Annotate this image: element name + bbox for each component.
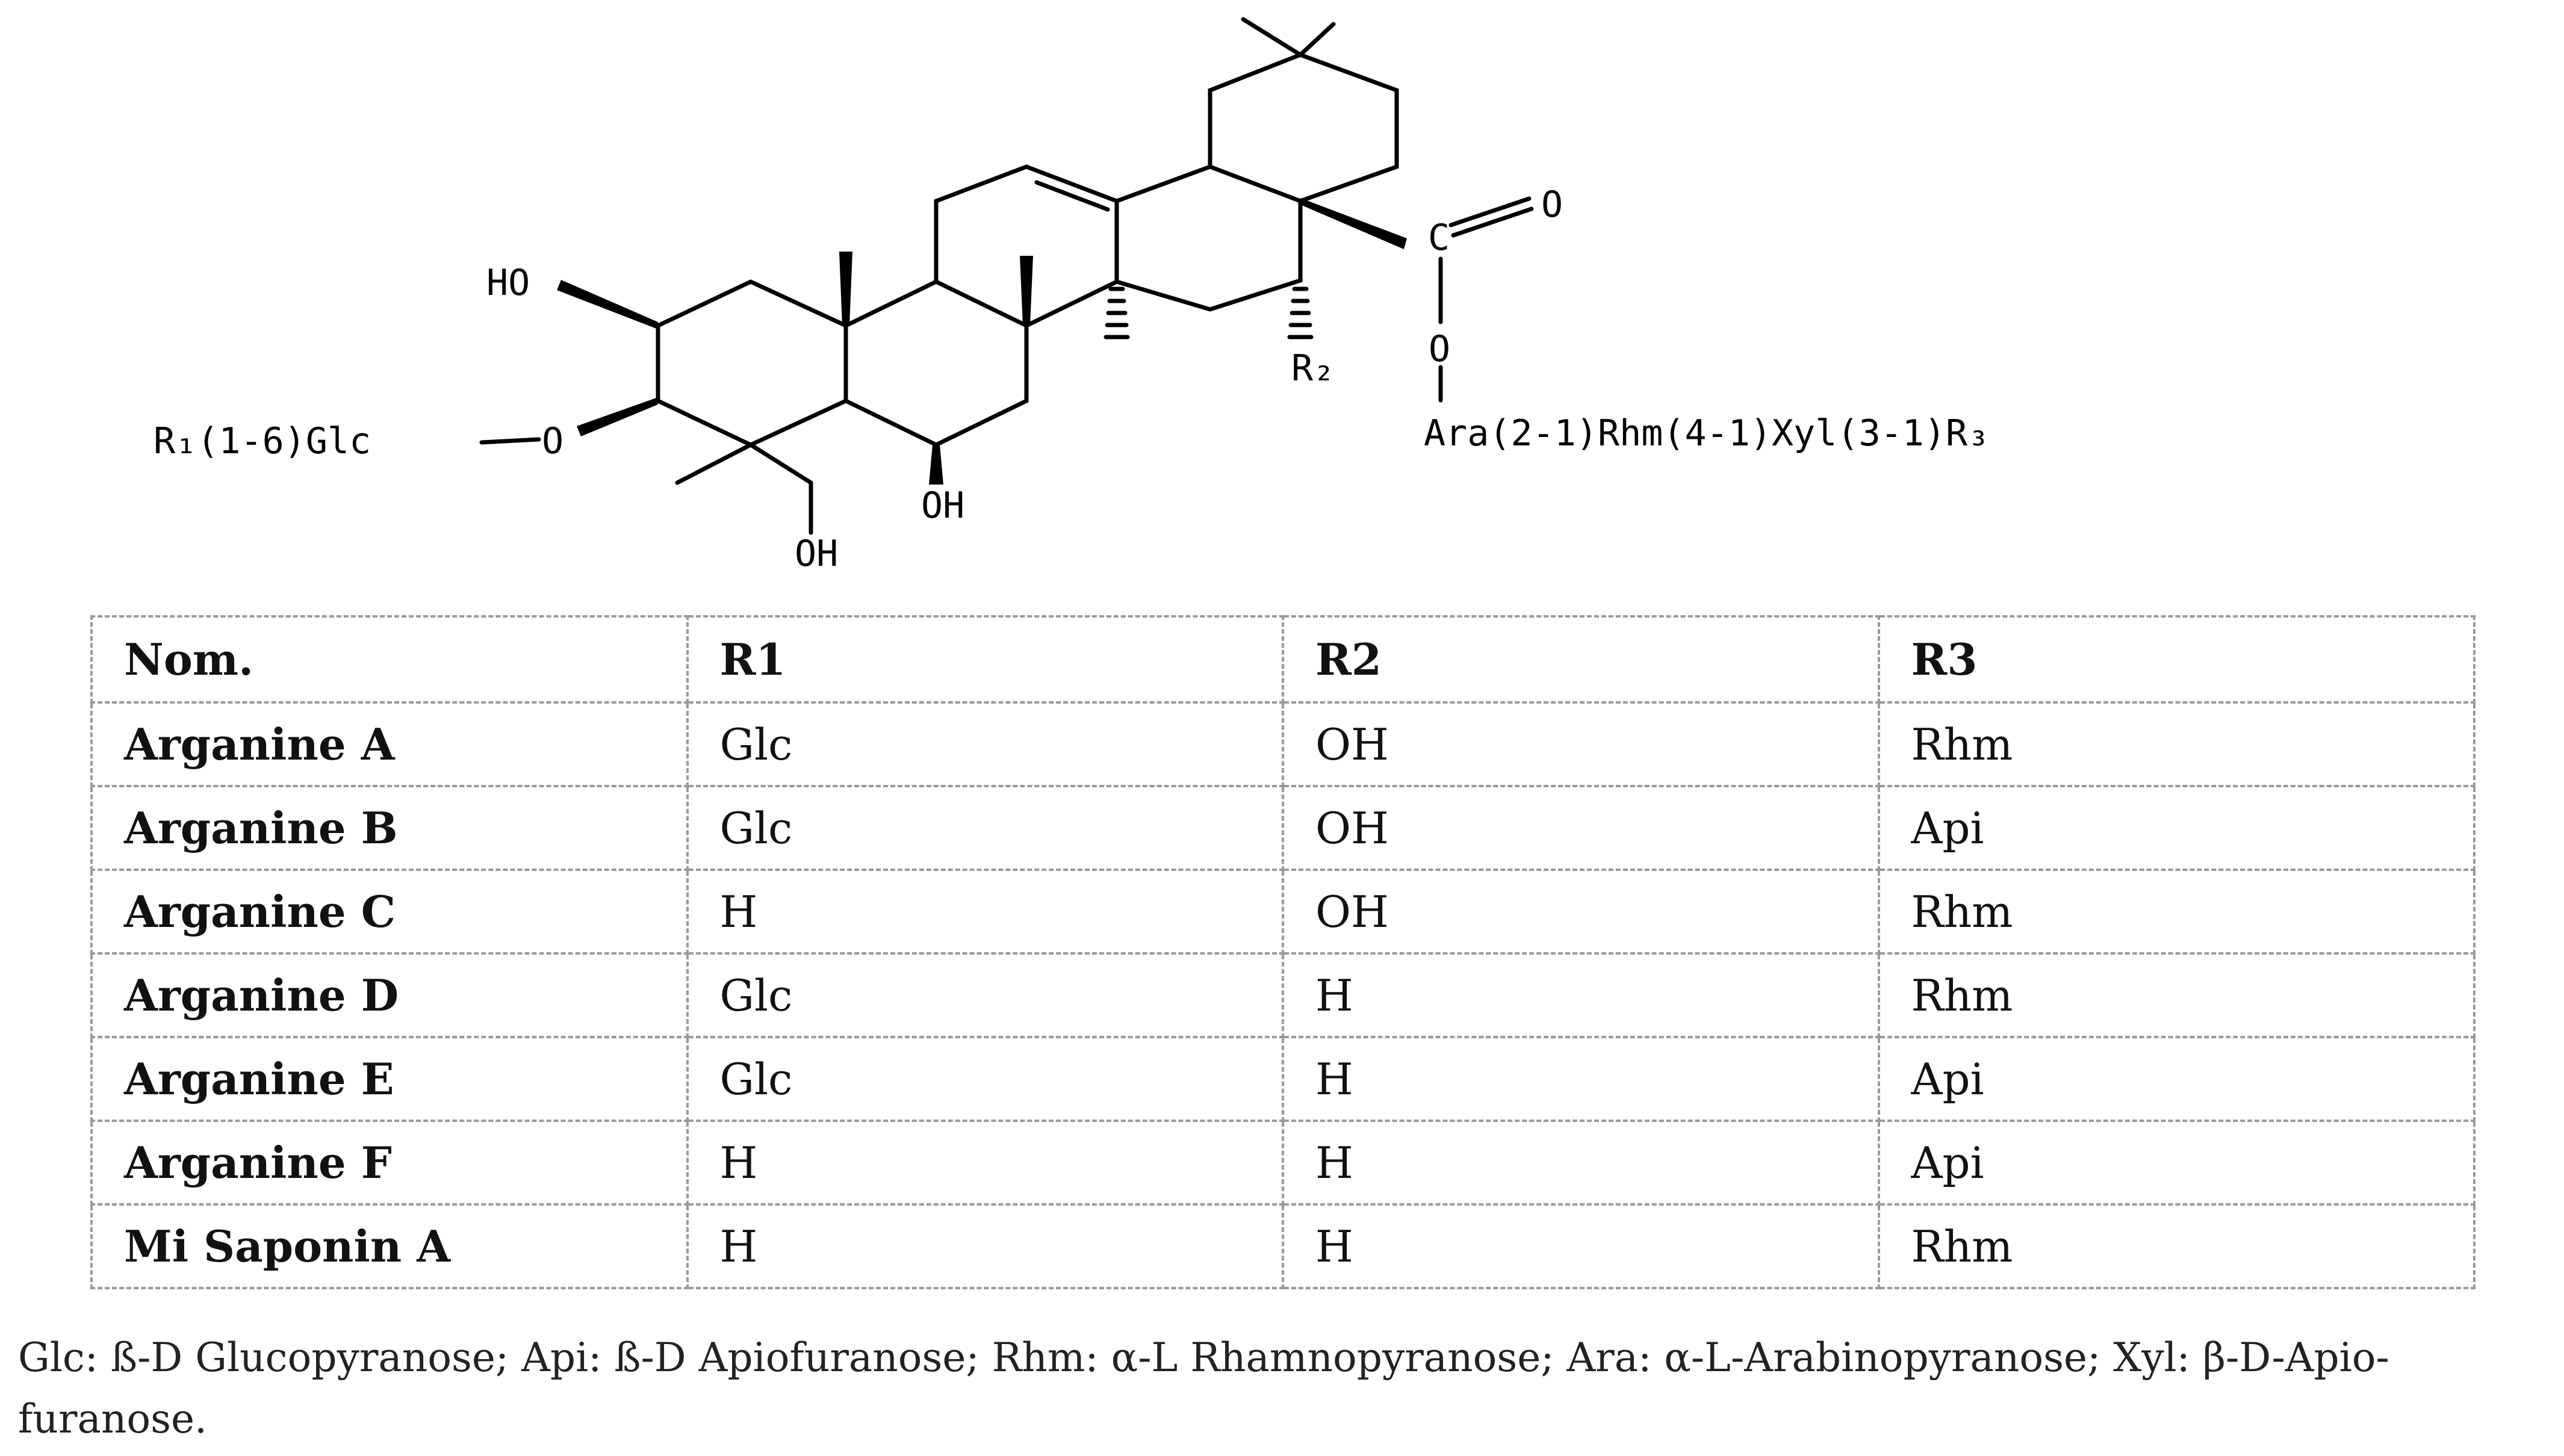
ring-bonds (656, 52, 1399, 447)
cell-r2: OH (1282, 701, 1880, 787)
carbonyl-bond-2 (1451, 206, 1534, 238)
header-r2: R2 (1282, 615, 1880, 704)
cell-name: Arganine C (90, 869, 689, 955)
label-r1-chain: R₁(1-6)Glc (154, 420, 371, 462)
label-ho: HO (486, 262, 530, 304)
cell-name: Mi Saponin A (90, 1203, 689, 1289)
label-oh-ring-b: OH (921, 485, 964, 527)
table-row: Mi Saponin A H H Rhm (90, 1203, 2476, 1289)
header-r1: R1 (686, 615, 1284, 704)
methyl-c4 (675, 442, 753, 485)
cell-r1: H (686, 1120, 1284, 1206)
ch2-c4 (748, 442, 813, 485)
ring-b (843, 279, 1029, 447)
label-o-glc: O (542, 420, 563, 462)
label-sugar-chain: Ara(2-1)Rhm(4-1)Xyl(3-1)R₃ (1424, 412, 1989, 454)
cell-r1: Glc (686, 952, 1284, 1038)
table-row: Arganine A Glc OH Rhm (90, 701, 2476, 787)
glc-o-bond (479, 437, 541, 445)
cell-r2: H (1282, 952, 1880, 1038)
label-o-ester: O (1429, 328, 1450, 370)
carboxyl-wedge-c17 (1300, 198, 1407, 249)
triterpenoid-structure-diagram: HO R₁(1-6)Glc O OH OH R₂ C O O Ara(2-1)R… (154, 17, 1989, 575)
cell-r3: Rhm (1877, 701, 2476, 787)
cell-r1: H (686, 1203, 1284, 1289)
methyl-c20-b (1298, 22, 1336, 57)
cell-name: Arganine E (90, 1036, 689, 1122)
carbonyl-bond-1 (1448, 196, 1532, 228)
cell-r3: Api (1877, 1036, 2476, 1122)
label-c-carbonyl: C (1428, 217, 1450, 259)
methyl-c10 (839, 252, 852, 326)
header-r3: R3 (1877, 615, 2476, 704)
o-wedge-c3 (577, 397, 658, 436)
table-row: Arganine C H OH Rhm (90, 869, 2476, 955)
r2-hashed-bond (1287, 287, 1314, 339)
table-row: Arganine D Glc H Rhm (90, 952, 2476, 1038)
cell-r3: Rhm (1877, 1203, 2476, 1289)
atom-labels: HO R₁(1-6)Glc O OH OH R₂ C O O Ara(2-1)R… (154, 184, 1989, 575)
cell-name: Arganine F (90, 1120, 689, 1206)
methyl-c8 (1020, 256, 1033, 326)
ring-a (656, 279, 848, 447)
cell-r1: H (686, 869, 1284, 955)
table-row: Arganine B Glc OH Api (90, 785, 2476, 871)
table-row: Arganine E Glc H Api (90, 1036, 2476, 1122)
label-oh-ch2: OH (795, 533, 838, 575)
cell-r3: Api (1877, 785, 2476, 871)
cell-r1: Glc (686, 1036, 1284, 1122)
cell-r2: OH (1282, 869, 1880, 955)
ring-c (934, 164, 1119, 328)
double-bond-c12-c13 (1034, 180, 1110, 212)
cell-name: Arganine A (90, 701, 689, 787)
cell-r2: H (1282, 1120, 1880, 1206)
substituent-bonds (479, 17, 1534, 535)
label-o-keto: O (1541, 184, 1563, 226)
compound-table: Nom. R1 R2 R3 Arganine A Glc OH Rhm Arga… (90, 615, 2476, 1289)
table-header-row: Nom. R1 R2 R3 (90, 615, 2476, 704)
cell-r1: Glc (686, 785, 1284, 871)
cell-name: Arganine B (90, 785, 689, 871)
compound-table-wrapper: Nom. R1 R2 R3 Arganine A Glc OH Rhm Arga… (90, 615, 2476, 1289)
ring-d (1114, 164, 1303, 312)
cell-name: Arganine D (90, 952, 689, 1038)
cell-r1: Glc (686, 701, 1284, 787)
label-r2: R₂ (1291, 347, 1335, 389)
legend-caption: Glc: ß-D Glucopyranose; Api: ß-D Apiofur… (18, 1334, 2389, 1442)
methyl-c14-hashed (1104, 287, 1130, 339)
oh-wedge-c6 (929, 445, 943, 485)
cell-r3: Rhm (1877, 869, 2476, 955)
cell-r3: Rhm (1877, 952, 2476, 1038)
cell-r2: H (1282, 1036, 1880, 1122)
header-nom: Nom. (90, 615, 689, 704)
cell-r2: H (1282, 1203, 1880, 1289)
ring-e (1208, 52, 1399, 203)
cell-r3: Api (1877, 1120, 2476, 1206)
cell-r2: OH (1282, 785, 1880, 871)
methyl-c20-a (1241, 17, 1303, 57)
table-row: Arganine F H H Api (90, 1120, 2476, 1206)
ho-wedge-c2 (557, 280, 658, 329)
